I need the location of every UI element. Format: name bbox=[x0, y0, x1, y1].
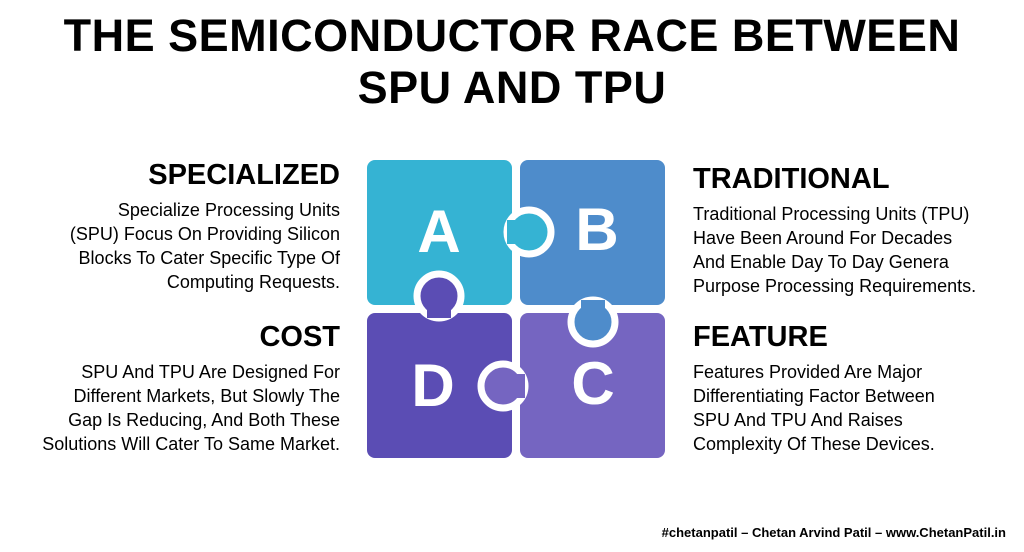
puzzle-letter-d: D bbox=[411, 352, 454, 419]
puzzle-piece-d bbox=[367, 313, 512, 458]
body-line: Have Been Around For Decades bbox=[693, 228, 953, 248]
body-line: Specialize Processing Units bbox=[117, 200, 340, 220]
puzzle-tab-d-neck bbox=[427, 302, 451, 318]
body-line: And Enable Day To Day Genera bbox=[693, 252, 949, 272]
puzzle-svg: A B D C bbox=[367, 160, 665, 458]
section-cost: COST SPU And TPU Are Designed For Differ… bbox=[10, 320, 340, 456]
title-line-2: SPU AND TPU bbox=[357, 62, 667, 113]
section-body: Traditional Processing Units (TPU) Have … bbox=[693, 202, 1013, 298]
section-traditional: TRADITIONAL Traditional Processing Units… bbox=[693, 162, 1013, 298]
puzzle-letter-b: B bbox=[575, 196, 618, 263]
footer-credit: #chetanpatil – Chetan Arvind Patil – www… bbox=[661, 525, 1006, 540]
puzzle-letter-c: C bbox=[571, 350, 614, 417]
body-line: Complexity Of These Devices. bbox=[693, 434, 935, 454]
section-body: Specialize Processing Units (SPU) Focus … bbox=[10, 198, 340, 294]
puzzle-piece-c bbox=[520, 313, 665, 458]
body-line: Features Provided Are Major bbox=[693, 362, 923, 382]
body-line: Differentiating Factor Between bbox=[693, 386, 935, 406]
puzzle-diagram: A B D C bbox=[367, 160, 665, 458]
puzzle-letter-a: A bbox=[417, 198, 460, 265]
page-title: THE SEMICONDUCTOR RACE BETWEEN SPU AND T… bbox=[0, 10, 1024, 114]
body-line: Different Markets, But Slowly The bbox=[73, 386, 340, 406]
body-line: Traditional Processing Units (TPU) bbox=[693, 204, 970, 224]
body-line: Solutions Will Cater To Same Market. bbox=[42, 434, 340, 454]
body-line: SPU And TPU Are Designed For bbox=[81, 362, 340, 382]
section-heading: TRADITIONAL bbox=[693, 163, 890, 195]
section-body: Features Provided Are Major Differentiat… bbox=[693, 360, 1013, 456]
body-line: Blocks To Cater Specific Type Of bbox=[78, 248, 340, 268]
body-line: SPU And TPU And Raises bbox=[693, 410, 903, 430]
body-line: Computing Requests. bbox=[166, 272, 340, 292]
section-feature: FEATURE Features Provided Are Major Diff… bbox=[693, 320, 1013, 456]
puzzle-piece-b bbox=[520, 160, 665, 305]
body-line: (SPU) Focus On Providing Silicon bbox=[69, 224, 340, 244]
section-body: SPU And TPU Are Designed For Different M… bbox=[10, 360, 340, 456]
title-line-1: THE SEMICONDUCTOR RACE BETWEEN bbox=[63, 10, 961, 61]
section-specialized: SPECIALIZED Specialize Processing Units … bbox=[10, 158, 340, 294]
puzzle-tab-b-neck bbox=[581, 300, 605, 316]
body-line: Purpose Processing Requirements. bbox=[693, 276, 977, 296]
body-line: Gap Is Reducing, And Both These bbox=[68, 410, 340, 430]
puzzle-piece-a bbox=[367, 160, 512, 305]
puzzle-tab-c-neck bbox=[509, 374, 525, 398]
section-heading: COST bbox=[259, 321, 340, 353]
section-heading: SPECIALIZED bbox=[148, 159, 340, 191]
puzzle-tab-a-neck bbox=[507, 220, 523, 244]
section-heading: FEATURE bbox=[693, 321, 828, 353]
